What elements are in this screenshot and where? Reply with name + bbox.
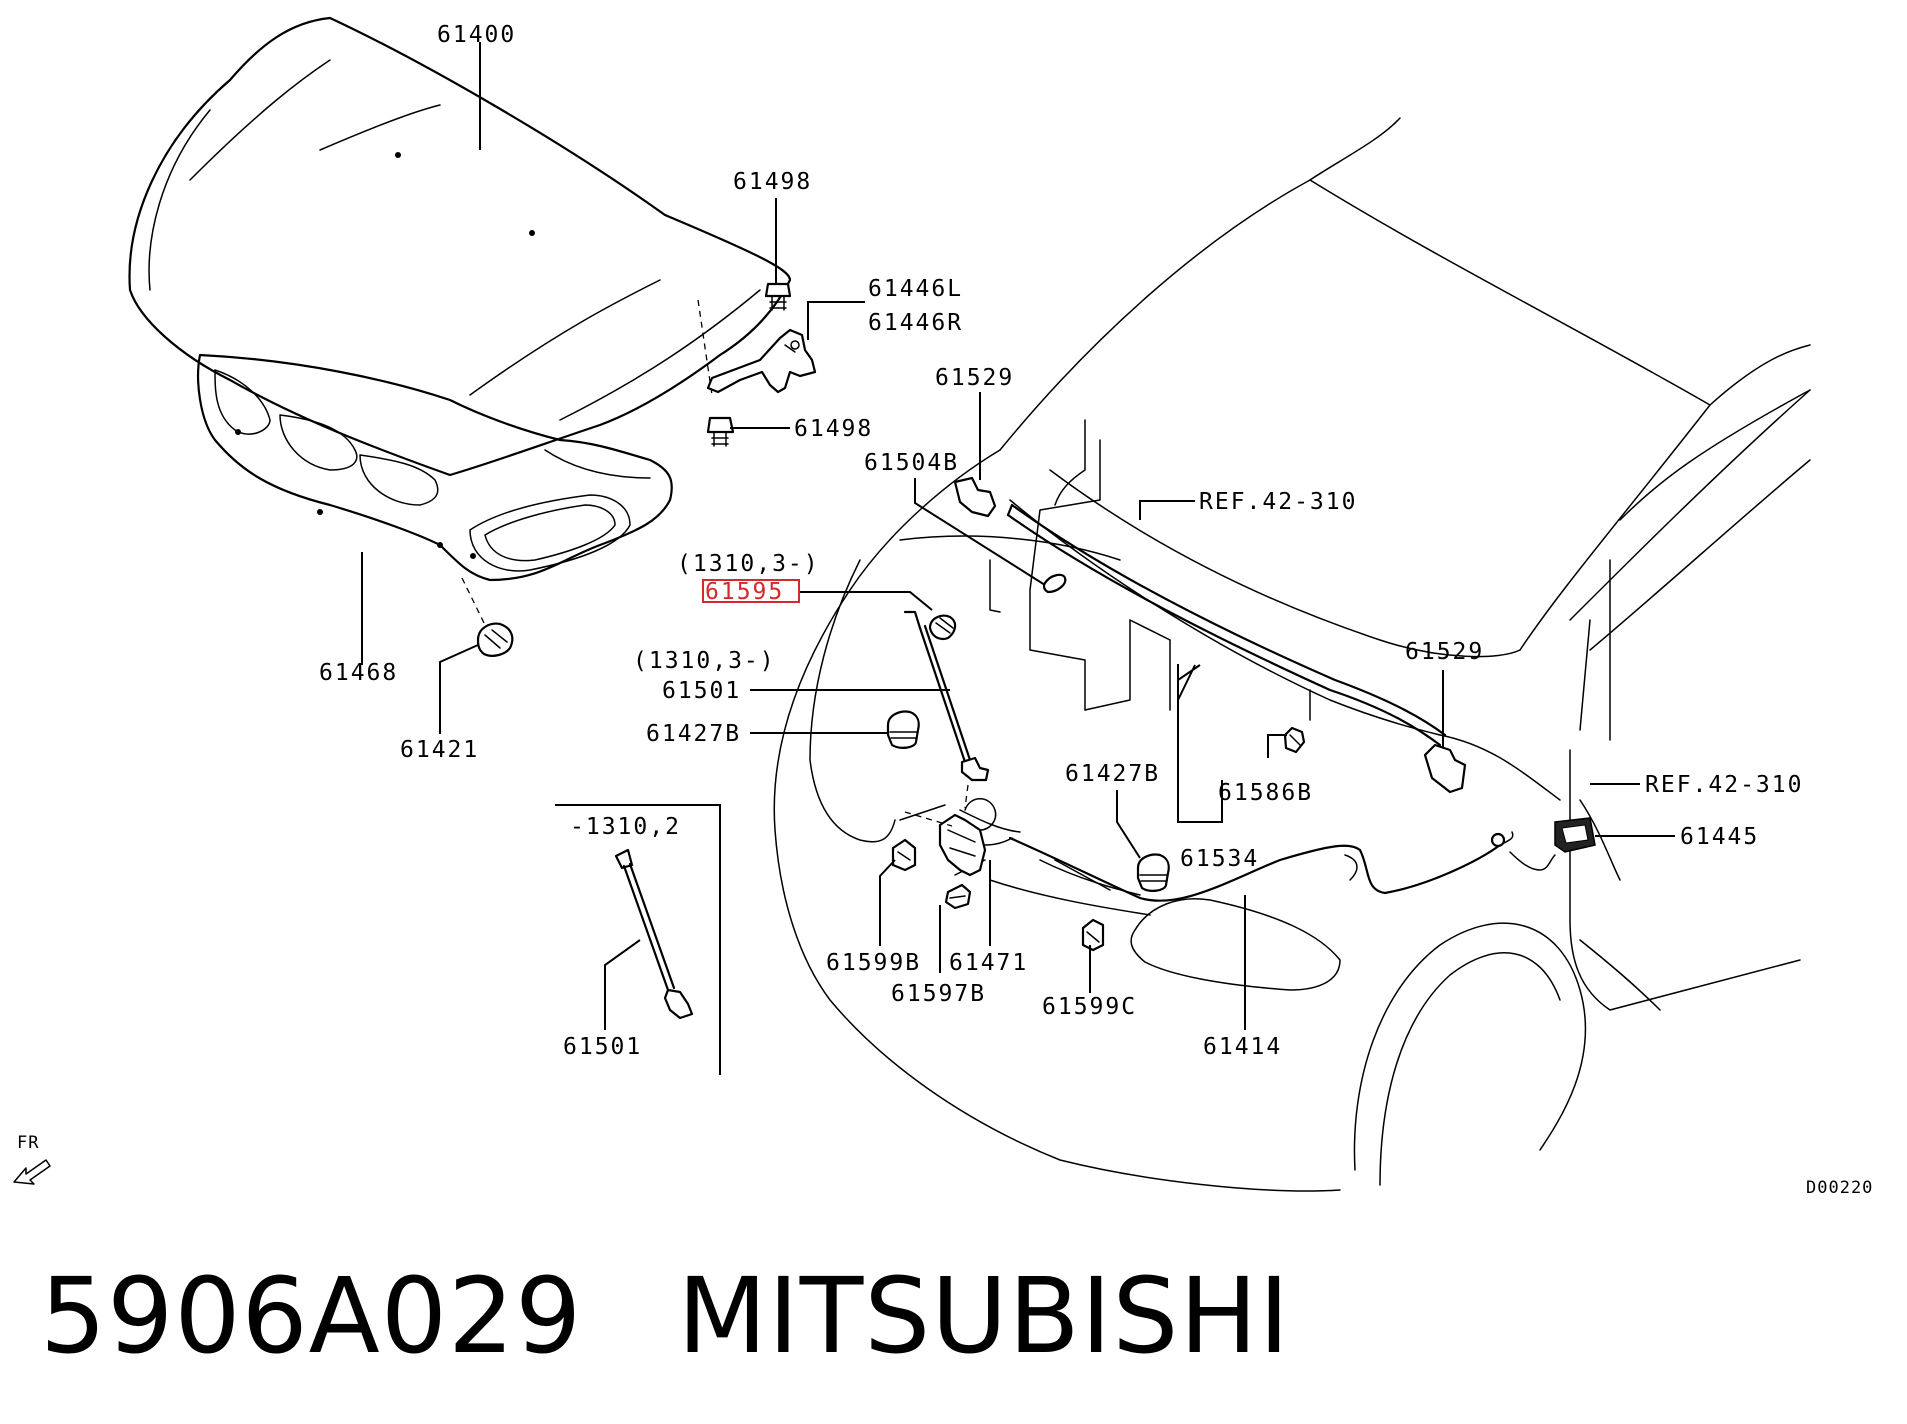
label-61421[interactable]: 61421 — [400, 737, 479, 763]
label-61597B[interactable]: 61597B — [891, 981, 986, 1007]
bumper-61529-right[interactable] — [1423, 743, 1467, 794]
label-61599C[interactable]: 61599C — [1042, 994, 1137, 1020]
ref-label-right[interactable]: REF.42-310 — [1645, 772, 1803, 798]
bolt-61597B[interactable] — [944, 883, 972, 910]
hood-stay-61501[interactable] — [903, 610, 990, 782]
leader-lines — [361, 42, 1675, 1030]
bumper-61427B-right[interactable] — [1136, 853, 1170, 892]
note-old-serial: -1310,2 — [570, 814, 681, 840]
hood-stay-61501-old[interactable] — [614, 848, 694, 1020]
bolt-61498-bottom[interactable] — [706, 416, 735, 447]
hood-insulator[interactable] — [197, 353, 673, 582]
label-61468[interactable]: 61468 — [319, 660, 398, 686]
bumper-61427B-left[interactable] — [886, 710, 920, 749]
label-61501-old[interactable]: 61501 — [563, 1034, 642, 1060]
note-61595: (1310,3-) — [677, 551, 820, 577]
release-cable-61414[interactable] — [1008, 831, 1556, 902]
clip-61586B[interactable] — [1283, 726, 1306, 754]
label-61529-right[interactable]: 61529 — [1405, 639, 1484, 665]
footer-caption: 5906A029 MITSUBISHI — [40, 1255, 1385, 1377]
drawing-code: D00220 — [1806, 1178, 1873, 1198]
label-61446R[interactable]: 61446R — [868, 310, 963, 336]
label-61504B[interactable]: 61504B — [864, 450, 959, 476]
note-61501: (1310,3-) — [633, 648, 776, 674]
bolt-61498-top[interactable] — [764, 282, 792, 311]
label-61498-bottom[interactable]: 61498 — [794, 416, 873, 442]
label-61501-main[interactable]: 61501 — [662, 678, 741, 704]
label-61400[interactable]: 61400 — [437, 22, 516, 48]
footer-brand: MITSUBISHI — [677, 1255, 1291, 1377]
hinge-61446[interactable] — [706, 328, 817, 394]
clip-61599B[interactable] — [891, 838, 917, 872]
part-labels: 61400 61498 61446L 61446R 61498 61529 61… — [17, 22, 1873, 1198]
inset-bracket — [555, 804, 721, 1075]
release-handle-61445[interactable] — [1554, 817, 1596, 853]
label-61471[interactable]: 61471 — [949, 950, 1028, 976]
hood-seal-61534[interactable] — [1006, 503, 1447, 747]
label-61534[interactable]: 61534 — [1180, 846, 1259, 872]
hood-panel[interactable] — [128, 16, 792, 477]
label-61445[interactable]: 61445 — [1680, 824, 1759, 850]
label-61586B[interactable]: 61586B — [1218, 780, 1313, 806]
label-61498-top[interactable]: 61498 — [733, 169, 812, 195]
clip-61421[interactable] — [461, 577, 514, 657]
bumper-61529-top[interactable] — [953, 476, 997, 518]
footer-part-number: 5906A029 — [40, 1255, 583, 1377]
direction-label: FR — [17, 1133, 39, 1153]
label-61529-top[interactable]: 61529 — [935, 365, 1014, 391]
label-61446L[interactable]: 61446L — [868, 276, 963, 302]
vehicle-body-outline — [773, 117, 1811, 1192]
highlight-box-61595 — [702, 579, 800, 603]
hood-latch-61471[interactable] — [904, 784, 1013, 877]
label-61595[interactable]: 61595 — [705, 579, 784, 605]
label-61427B-right[interactable]: 61427B — [1065, 761, 1160, 787]
clip-61599C[interactable] — [1081, 918, 1105, 952]
label-61599B[interactable]: 61599B — [826, 950, 921, 976]
grommet-61595[interactable] — [928, 614, 957, 641]
label-61427B-left[interactable]: 61427B — [646, 721, 741, 747]
label-61414[interactable]: 61414 — [1203, 1034, 1282, 1060]
ref-label-top[interactable]: REF.42-310 — [1199, 489, 1357, 515]
bumper-61504B[interactable] — [1042, 573, 1067, 594]
front-direction-arrow-icon — [13, 1159, 51, 1185]
